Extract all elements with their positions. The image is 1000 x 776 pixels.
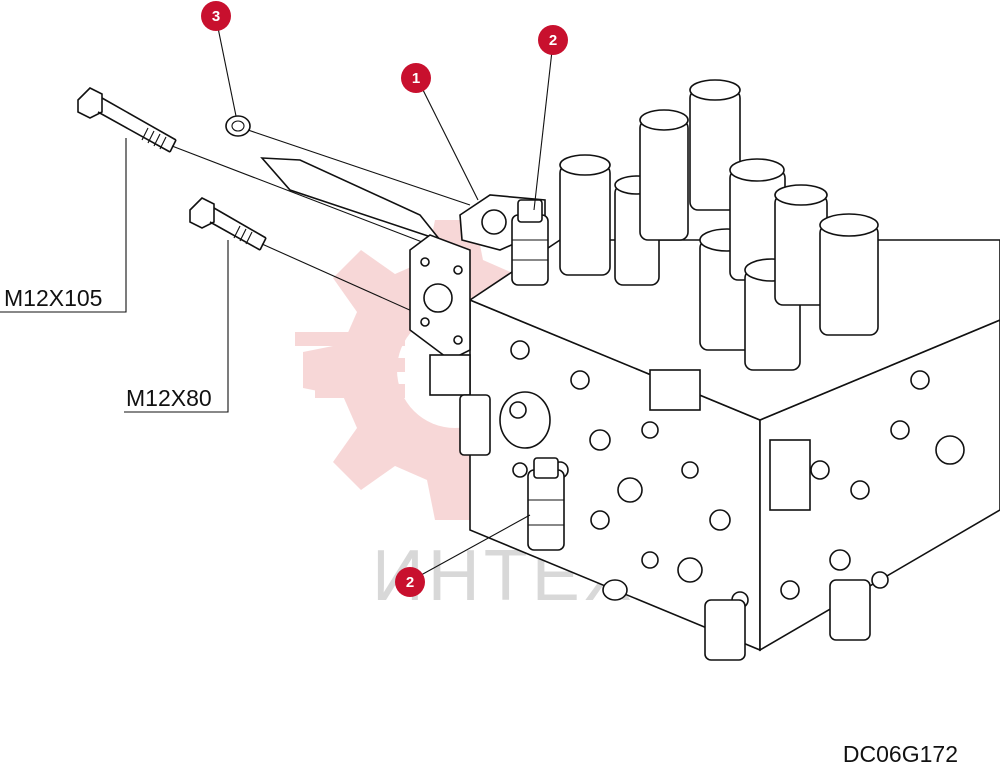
- leader-callout-2b: [411, 514, 531, 581]
- bolt-m12x105: [77, 87, 431, 246]
- leader-callout-2a: [533, 41, 554, 211]
- callout-3: 3: [201, 1, 231, 31]
- svg-text:2: 2: [549, 32, 557, 49]
- o-ring-part-3: [225, 115, 471, 206]
- callout-2-upper: 2: [538, 25, 568, 55]
- label-m12x80: M12X80: [126, 385, 212, 411]
- leader-m12x105: [0, 138, 127, 313]
- gasket: [260, 157, 443, 242]
- leader-m12x80: [124, 240, 229, 413]
- callout-2-lower: 2: [395, 567, 425, 597]
- leader-callout-1: [417, 79, 479, 201]
- svg-text:1: 1: [412, 70, 420, 87]
- callout-1: 1: [401, 63, 431, 93]
- svg-text:3: 3: [212, 8, 220, 25]
- svg-text:2: 2: [406, 574, 414, 591]
- drawing-code: DC06G172: [843, 741, 958, 767]
- label-m12x105: M12X105: [4, 285, 102, 311]
- bolt-m12x80: [189, 197, 433, 321]
- leader-callout-3: [215, 17, 237, 117]
- relief-valve-lower: [527, 457, 565, 551]
- relief-valve-upper: [511, 199, 549, 286]
